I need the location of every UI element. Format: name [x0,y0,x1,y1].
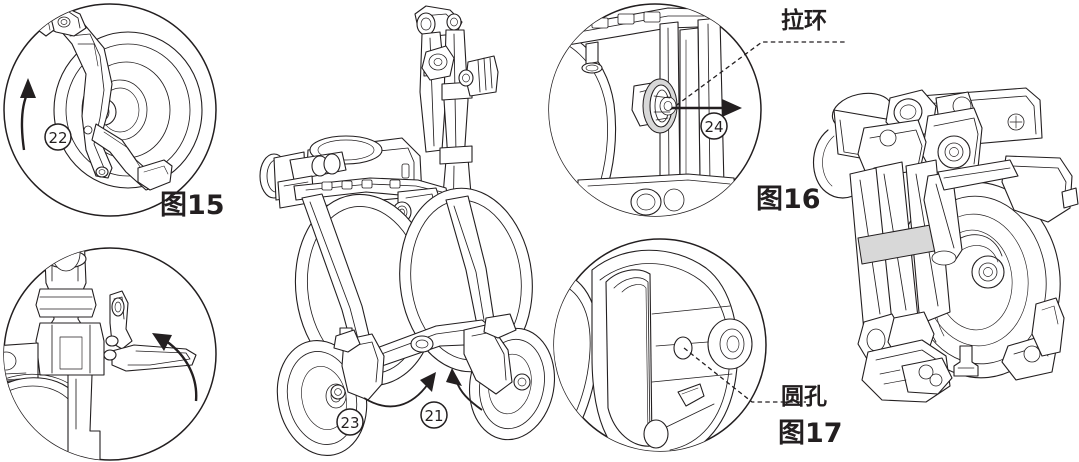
pivot-boss [707,318,753,370]
rotation-arrow-22 [20,78,36,151]
folded-foot-pad [953,345,979,377]
detail-panel-lower-left [0,245,230,462]
callout-22-number: 22 [48,129,67,147]
figure-label-fig15: 图15 [160,190,225,221]
stem-lower-section [67,374,101,460]
detail-panel-fig16: 24 [548,0,778,225]
folded-frame-rail [937,159,1019,191]
figure-label-fig17: 图17 [778,418,843,449]
left-bracket-plate [4,342,39,384]
round-hole [673,336,693,360]
detail-fig15-drawing: 22 [3,3,217,217]
callout-23: 23 [336,408,364,436]
annotation-round-hole: 圆孔 [781,384,827,410]
detail-panel-fig15: 22 [0,0,230,230]
main-view-drawing: 23 21 [259,5,556,457]
detail-fig17-drawing [553,238,767,452]
lower-hole [643,419,669,449]
quick-release-lever [111,344,197,372]
callout-23-number: 23 [340,414,359,432]
catch-tab [677,383,705,407]
stem-control-box [458,55,499,97]
callout-arrow-21 [446,368,483,411]
detail-lower-left-contents [4,248,198,460]
folded-assembly-view [810,50,1079,450]
detail-lower-left-drawing [3,247,217,461]
lower-deck-surface [577,173,737,216]
detail-panel-fig17 [552,236,778,462]
folded-clamp-block [921,107,983,177]
folded-body-channel [605,269,653,447]
detail-fig16-drawing: 24 [548,3,762,217]
foot-rest-end [137,159,173,191]
pull-ring-leader-line [669,41,846,111]
annotation-pull-ring: 拉环 [781,8,827,34]
main-assembly-view: 23 21 [250,0,560,462]
rotation-arrow-lever [152,333,198,402]
callout-24-number: 24 [704,118,723,136]
folded-rear-rack [1001,155,1079,223]
folded-view-drawing [813,87,1079,403]
rail-fastener [581,41,603,74]
detail-fig15-contents [20,5,203,191]
lever-pivot-pins [103,335,119,361]
handlebar-assembly [414,5,463,37]
callout-22: 22 [44,123,72,151]
stem-side-clamp [421,45,455,81]
figure-label-fig16: 图16 [756,184,821,215]
rear-folding-bracket [463,313,531,395]
round-hole-leader-line [683,347,806,403]
inset-circle-border [3,3,217,217]
folded-lower-bracket [861,339,953,403]
detail-fig17-contents [554,249,753,451]
clamp-body [35,322,105,376]
folded-rear-stand [1001,297,1065,381]
release-hook [109,290,133,350]
detail-fig16-contents [549,7,742,216]
callout-24: 24 [700,112,728,140]
pull-ring [642,78,678,134]
callout-21-number: 21 [424,407,443,425]
folded-handle-loop [813,129,859,199]
front-folding-bracket [330,329,385,401]
quick-release-collar [35,288,97,318]
pull-direction-arrow [672,99,742,117]
folded-fork-bridge [857,119,927,179]
callout-arrow-23 [363,372,436,408]
callout-21: 21 [420,401,448,429]
folded-support-arm [923,171,963,266]
upper-clamp-bracket [37,5,87,37]
